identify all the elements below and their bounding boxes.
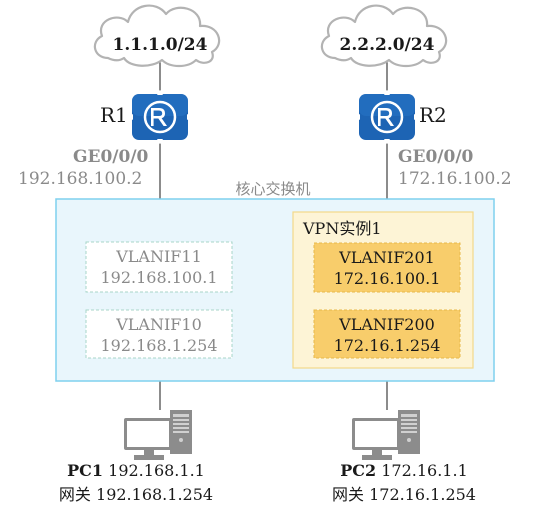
router-r2-ip: 172.16.100.2: [398, 169, 512, 189]
vlanif10-ip: 192.168.1.254: [100, 336, 217, 355]
vlanif200-box: [313, 309, 461, 359]
vlanif11-name: VLANIF11: [115, 247, 202, 266]
pc1-name: PC1: [67, 461, 103, 480]
pc2-info: PC2 172.16.1.1: [340, 461, 468, 480]
cloud-label: 2.2.2.0/24: [340, 35, 435, 55]
pc2-gateway-label: 网关: [332, 485, 364, 504]
pc2-gateway-ip: 172.16.1.254: [369, 485, 476, 504]
pc1-gateway-label: 网关: [59, 485, 91, 504]
pc1-ip: 192.168.1.1: [108, 461, 205, 480]
router-r1: [126, 88, 194, 146]
router-r2-port: GE0/0/0: [398, 147, 474, 167]
vlanif201-name: VLANIF201: [338, 248, 435, 267]
cloud-label: 1.1.1.0/24: [113, 35, 208, 55]
router-icon: [126, 88, 194, 146]
vlanif10-name: VLANIF10: [115, 315, 202, 334]
vpn-instance-title: VPN实例1: [302, 219, 382, 238]
vlanif200-name: VLANIF200: [338, 315, 435, 334]
vlanif11-ip: 192.168.100.1: [100, 268, 217, 287]
vlanif201-ip: 172.16.100.1: [334, 269, 441, 288]
pc1-info: PC1 192.168.1.1: [67, 461, 205, 480]
router-r1-port: GE0/0/0: [73, 147, 149, 167]
cloud-1-1-1-0: 1.1.1.0/24: [93, 4, 221, 68]
pc2: [352, 410, 420, 460]
pc2-ip: 172.16.1.1: [381, 461, 468, 480]
vlanif200-ip: 172.16.1.254: [334, 336, 441, 355]
pc1-gateway-ip: 192.168.1.254: [96, 485, 213, 504]
pc1: [124, 410, 192, 460]
pc2-name: PC2: [340, 461, 376, 480]
pc-icon: [124, 410, 192, 460]
vlanif201-box: [313, 242, 461, 293]
pc2-gateway: 网关 172.16.1.254: [332, 485, 476, 504]
switch-title: 核心交换机: [235, 180, 310, 198]
router-r1-name: R1: [100, 103, 128, 127]
pc-icon: [352, 410, 420, 460]
vlanif11-box: [85, 241, 233, 293]
router-r2-name: R2: [419, 103, 447, 127]
cloud-2-2-2-0: 2.2.2.0/24: [320, 4, 448, 68]
pc1-gateway: 网关 192.168.1.254: [59, 485, 213, 504]
router-r2: [353, 88, 421, 146]
router-icon: [353, 88, 421, 146]
vlanif10-box: [85, 309, 233, 359]
router-r1-ip: 192.168.100.2: [18, 169, 142, 189]
